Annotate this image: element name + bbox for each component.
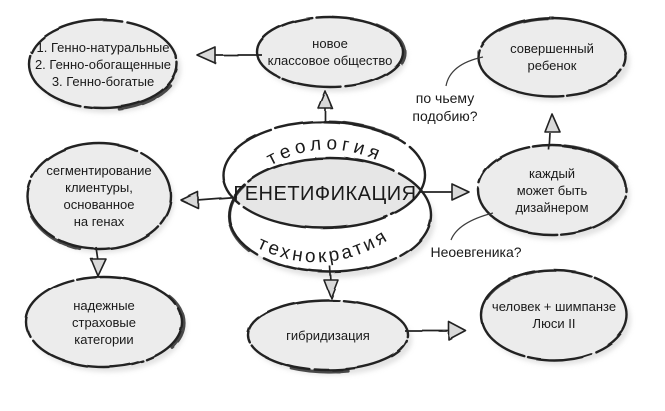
connector-neo-eugenics bbox=[450, 212, 494, 241]
arrows bbox=[90, 46, 561, 341]
arrow-to-hybridization bbox=[323, 265, 339, 299]
node-fills bbox=[26, 17, 627, 370]
connector-in-whose-image bbox=[445, 56, 484, 87]
arrow-to-customer-segmentation bbox=[180, 191, 237, 209]
arrow-to-insurance-categories bbox=[90, 246, 107, 277]
center-vesica bbox=[223, 122, 431, 272]
arrow-to-everyone-designer bbox=[420, 183, 470, 201]
arrow-to-human-chimp bbox=[405, 321, 467, 341]
arrow-to-new-class-society bbox=[317, 90, 333, 122]
arrow-to-gene-classes bbox=[196, 46, 262, 64]
arrow-to-perfect-child bbox=[544, 113, 561, 151]
annotation-connectors bbox=[445, 56, 494, 241]
